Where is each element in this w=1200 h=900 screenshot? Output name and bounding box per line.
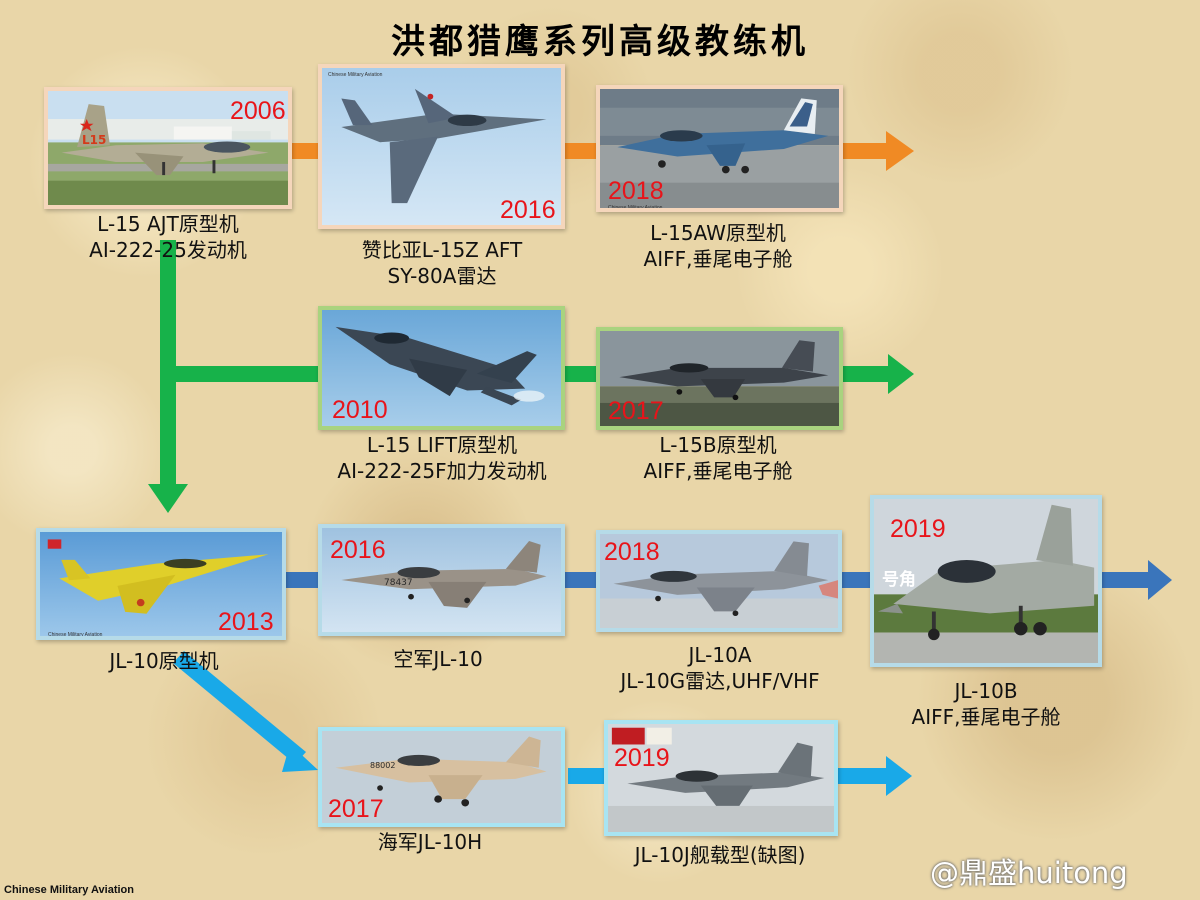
page-title: 洪都猎鹰系列高级教练机: [391, 22, 809, 62]
green-trunk-arrow: [148, 240, 188, 513]
year-label: 2018: [608, 177, 664, 205]
caption-l15z: 赞比亚L-15Z AFT SY-80A雷达: [362, 237, 523, 289]
caption-model: L-15AW原型机: [650, 221, 786, 245]
watermark-label: Chinese Military Aviation: [48, 632, 103, 638]
l15aw-aircraft-image: [600, 89, 839, 208]
caption-detail: AIFF,垂尾电子舱: [911, 705, 1061, 729]
jl10-af-aircraft-image: [322, 528, 561, 632]
caption-model: L-15 LIFT原型机: [366, 433, 518, 457]
year-label: 2019: [890, 515, 946, 543]
photo-jl10-proto: 2013 Chinese Military Aviation: [36, 528, 286, 640]
year-label: 2019: [614, 744, 670, 772]
caption-jl10-proto: JL-10原型机: [109, 648, 218, 674]
caption-model: 赞比亚L-15Z AFT: [361, 238, 523, 262]
orange-branch-arrow: [292, 131, 914, 171]
caption-l15b: L-15B原型机 AIFF,垂尾电子舱: [644, 432, 793, 484]
jl10b-aircraft-image: [874, 499, 1098, 663]
caption-jl10a: JL-10A JL-10G雷达,UHF/VHF: [620, 642, 819, 694]
aircraft-code-label: L15: [82, 133, 107, 147]
caption-l15-ajt: L-15 AJT原型机 AI-222-25发动机: [89, 211, 247, 263]
year-label: 2010: [332, 396, 388, 424]
photo-l15-lift: 2010: [318, 306, 565, 430]
caption-model: L-15 AJT原型机: [97, 212, 239, 236]
caption-detail: JL-10G雷达,UHF/VHF: [620, 669, 820, 693]
caption-detail: AIFF,垂尾电子舱: [643, 459, 793, 483]
navy-branch-arrow: [173, 651, 912, 796]
watermark-label: Chinese Military Aviation: [328, 72, 383, 78]
jl10-proto-aircraft-image: [40, 532, 282, 636]
caption-l15-lift: L-15 LIFT原型机 AI-222-25F加力发动机: [337, 432, 546, 484]
year-label: 2006: [230, 97, 286, 125]
year-label: 2013: [218, 608, 274, 636]
caption-l15aw: L-15AW原型机 AIFF,垂尾电子舱: [644, 220, 793, 272]
caption-model: JL-10A: [688, 643, 752, 667]
callsign-label: 号角: [882, 570, 916, 590]
caption-model: 海军JL-10H: [377, 830, 483, 854]
jl10j-aircraft-image: [608, 724, 834, 832]
year-label: 2017: [608, 397, 664, 425]
caption-detail: AIFF,垂尾电子舱: [643, 247, 793, 271]
year-label: 2016: [500, 196, 556, 224]
year-label: 2016: [330, 536, 386, 564]
year-label: 2017: [328, 795, 384, 823]
weibo-handle: @鼎盛huitong: [930, 856, 1128, 890]
l15z-aircraft-image: [322, 68, 561, 225]
year-label: 2018: [604, 538, 660, 566]
green-branch-arrow: [176, 354, 914, 394]
l15-ajt-aircraft-image: [48, 91, 288, 205]
caption-detail: SY-80A雷达: [387, 264, 497, 288]
aircraft-code-label: 88002: [370, 761, 396, 770]
footer-credit: Chinese Military Aviation: [4, 884, 134, 896]
l15b-aircraft-image: [600, 331, 839, 426]
caption-jl10b: JL-10B AIFF,垂尾电子舱: [912, 678, 1061, 730]
photo-jl10j: 2019: [604, 720, 838, 836]
caption-model: JL-10原型机: [109, 649, 219, 673]
photo-l15z: Chinese Military Aviation 2016: [318, 64, 565, 229]
jl10h-aircraft-image: [322, 731, 561, 823]
caption-model: 空军JL-10: [393, 647, 483, 671]
photo-l15aw: 2018 Chinese Military Aviation: [596, 85, 843, 212]
caption-detail: AI-222-25F加力发动机: [337, 459, 547, 483]
caption-detail: AI-222-25发动机: [89, 238, 247, 262]
caption-jl10j: JL-10J舰载型(缺图): [635, 842, 806, 868]
watermark-label: Chinese Military Aviation: [608, 205, 663, 211]
caption-jl10-af: 空军JL-10: [393, 646, 482, 672]
l15-lift-aircraft-image: [322, 310, 561, 426]
photo-jl10-af: 78437 2016: [318, 524, 565, 636]
photo-l15-ajt: L15 2006: [44, 87, 292, 209]
photo-jl10b: 号角 2019: [870, 495, 1102, 667]
blue-branch-arrow: [286, 560, 1172, 600]
caption-model: L-15B原型机: [659, 433, 777, 457]
aircraft-code-label: 78437: [384, 578, 413, 588]
caption-model: JL-10B: [954, 679, 1018, 703]
caption-model: JL-10J舰载型(缺图): [634, 843, 806, 867]
jl10a-aircraft-image: [600, 534, 838, 628]
photo-l15b: 2017: [596, 327, 843, 430]
photo-jl10h: 88002 2017: [318, 727, 565, 827]
caption-jl10h: 海军JL-10H: [378, 829, 482, 855]
photo-jl10a: 2018: [596, 530, 842, 632]
